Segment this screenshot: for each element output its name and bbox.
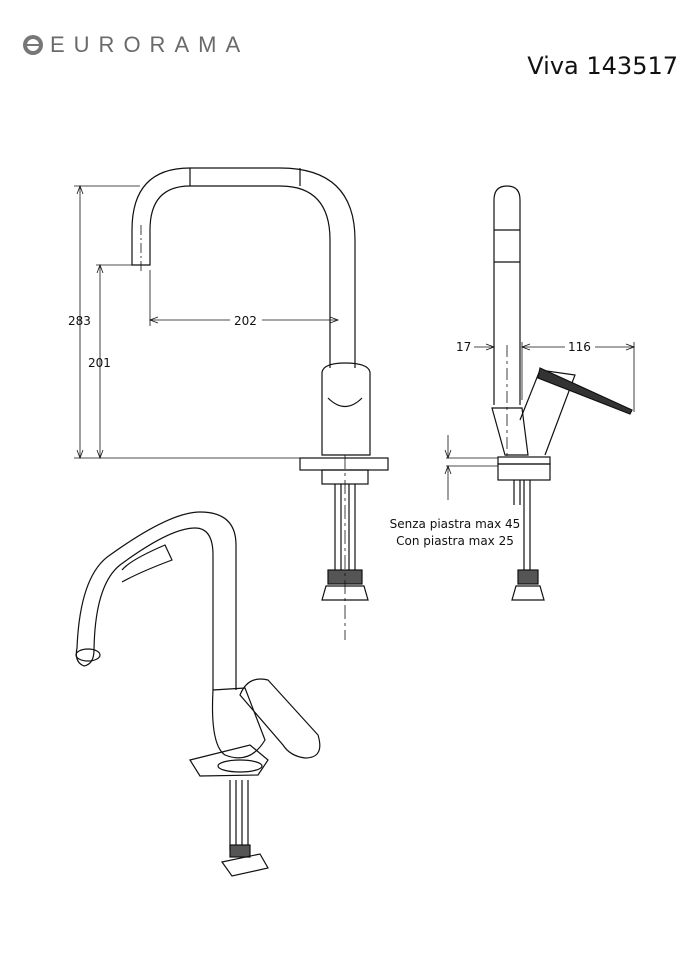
logo-text: EURORAMA: [50, 32, 250, 57]
iso-spout: [75, 511, 237, 690]
dim-spout-reach: 202: [234, 314, 257, 328]
side-body: [491, 407, 529, 456]
dim-side-offset: 17: [456, 340, 471, 354]
isometric-view: [75, 511, 321, 877]
dim-total-height: 283: [68, 314, 91, 328]
side-spout: [493, 185, 521, 405]
front-base-plate: [299, 457, 389, 471]
note-with-plate: Con piastra max 25: [396, 534, 514, 548]
note-without-plate: Senza piastra max 45: [389, 517, 521, 531]
side-cartridge: [519, 369, 576, 456]
front-view: [131, 167, 389, 640]
side-dimensions: [444, 342, 636, 500]
front-nut: [321, 585, 369, 601]
iso-lever: [239, 678, 321, 759]
mounting-note: Senza piastra max 45 Con piastra max 25: [380, 516, 530, 550]
product-title: Viva 143517: [527, 52, 678, 80]
logo-emblem-icon: [23, 35, 43, 55]
iso-base-plate: [189, 744, 269, 777]
iso-body: [211, 687, 266, 759]
side-lever: [537, 367, 633, 415]
brand-logo: EURORAMA: [22, 32, 249, 58]
dim-spout-height: 201: [88, 356, 111, 370]
dim-lever-reach: 116: [568, 340, 591, 354]
front-dimensions: [74, 184, 340, 460]
front-spout: [131, 167, 356, 368]
front-body: [321, 362, 371, 456]
side-view: [491, 185, 633, 601]
